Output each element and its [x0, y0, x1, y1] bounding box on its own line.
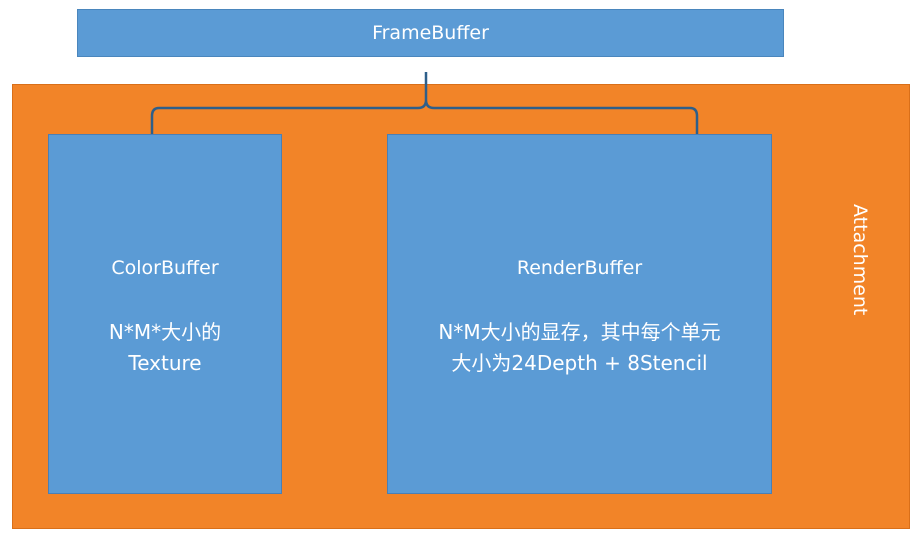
colorbuffer-description: N*M*大小的 Texture: [49, 317, 281, 379]
renderbuffer-description: N*M大小的显存，其中每个单元 大小为24Depth + 8Stencil: [388, 317, 771, 379]
connector-lines: [150, 72, 699, 134]
colorbuffer-title: ColorBuffer: [111, 257, 219, 279]
colorbuffer-desc-line1: N*M*大小的: [108, 320, 222, 344]
renderbuffer-desc-line2: 大小为24Depth + 8Stencil: [451, 351, 708, 375]
framebuffer-box: FrameBuffer: [77, 9, 784, 57]
framebuffer-label: FrameBuffer: [372, 22, 489, 44]
renderbuffer-box: RenderBuffer N*M大小的显存，其中每个单元 大小为24Depth …: [387, 134, 772, 494]
colorbuffer-desc-line2: Texture: [128, 351, 202, 375]
renderbuffer-desc-line1: N*M大小的显存，其中每个单元: [438, 320, 721, 344]
renderbuffer-title: RenderBuffer: [516, 257, 643, 279]
attachment-label: Attachment: [849, 204, 871, 316]
colorbuffer-box: ColorBuffer N*M*大小的 Texture: [48, 134, 282, 494]
